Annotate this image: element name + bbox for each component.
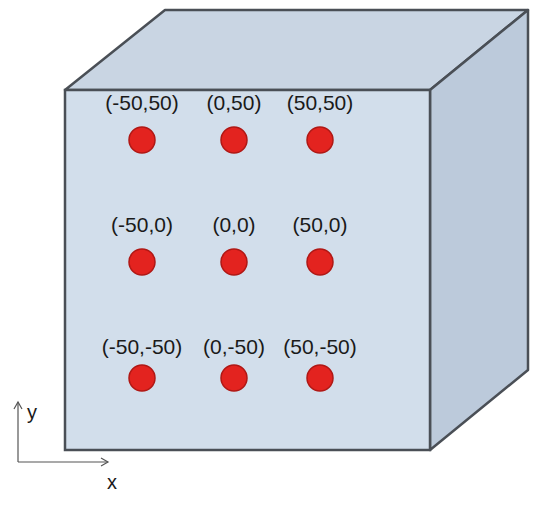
x-arrowhead bbox=[101, 458, 108, 466]
cube-front-face bbox=[65, 90, 430, 450]
coordinate-label: (50,50) bbox=[287, 92, 354, 113]
coordinate-label: (50,-50) bbox=[283, 336, 357, 357]
red-dot bbox=[221, 249, 247, 275]
axis-label: y bbox=[27, 402, 37, 422]
coordinate-label: (-50,-50) bbox=[102, 336, 183, 357]
x-axis bbox=[18, 461, 108, 462]
axes bbox=[14, 402, 108, 466]
y-axis bbox=[17, 402, 18, 462]
red-dot bbox=[307, 249, 333, 275]
y-arrowhead bbox=[14, 402, 22, 409]
red-dot bbox=[307, 365, 333, 391]
cube-side-face bbox=[430, 10, 528, 450]
coordinate-label: (-50,0) bbox=[111, 214, 173, 235]
coordinate-label: (-50,50) bbox=[105, 92, 179, 113]
coordinate-label: (0,-50) bbox=[203, 336, 265, 357]
red-dot bbox=[129, 365, 155, 391]
axis-label: x bbox=[107, 472, 117, 492]
red-dot bbox=[129, 127, 155, 153]
coordinate-label: (50,0) bbox=[293, 214, 348, 235]
red-dot bbox=[221, 365, 247, 391]
coordinate-label: (0,50) bbox=[207, 92, 262, 113]
red-dot bbox=[129, 249, 155, 275]
red-dot bbox=[221, 127, 247, 153]
coordinate-label: (0,0) bbox=[212, 214, 255, 235]
red-dot bbox=[307, 127, 333, 153]
